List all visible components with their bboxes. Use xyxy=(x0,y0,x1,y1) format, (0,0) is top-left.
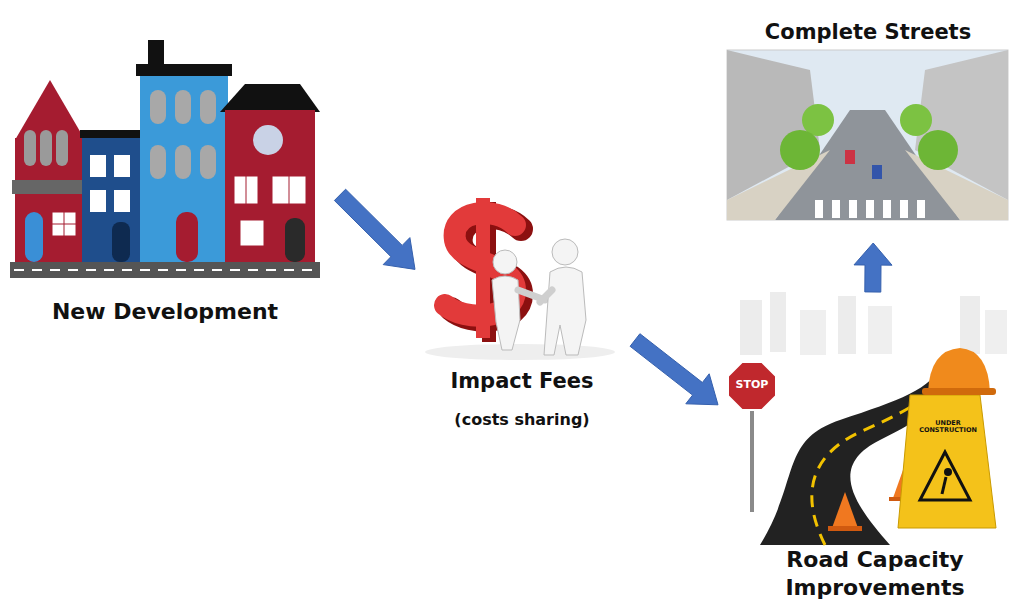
road-works-shape xyxy=(920,452,970,500)
impact-fee-shape xyxy=(476,198,490,338)
road-works-shape xyxy=(942,477,946,494)
buildings-shape xyxy=(15,80,85,140)
road-improvements-node: Road Capacity Improvements xyxy=(718,292,1010,608)
buildings-shape xyxy=(114,190,130,212)
impact-fee-shape xyxy=(544,267,586,355)
buildings-shape xyxy=(140,72,228,262)
road-works-shape xyxy=(960,296,980,354)
complete-streets-shape xyxy=(900,104,932,136)
complete-streets-shape xyxy=(872,165,882,179)
buildings-shape xyxy=(52,224,76,225)
complete-streets-shape xyxy=(917,200,925,218)
node-label: New Development xyxy=(15,298,315,326)
flow-arrow xyxy=(630,334,718,405)
road-works-shape xyxy=(922,388,996,395)
development-node: New Development xyxy=(10,40,340,335)
buildings-shape xyxy=(90,155,106,177)
complete-streets-shape xyxy=(905,150,1008,220)
node-label: Impact Fees xyxy=(422,368,622,394)
complete-streets-shape xyxy=(918,130,958,170)
complete-streets-node: Complete Streets xyxy=(725,18,1010,243)
road-works-shape xyxy=(985,310,1007,354)
buildings-shape xyxy=(234,176,258,204)
buildings-shape xyxy=(148,40,164,68)
buildings-shape xyxy=(240,220,264,246)
buildings-shape xyxy=(112,222,130,262)
impact-fees-node: Impact Fees (costs sharing) xyxy=(415,195,635,435)
road-works-shape xyxy=(770,292,786,352)
impact-fee-illustration xyxy=(425,198,615,360)
buildings-shape xyxy=(246,176,247,204)
stop-sign-text: STOP xyxy=(729,379,775,391)
road-works-shape xyxy=(944,468,952,476)
complete-streets-shape xyxy=(775,110,960,220)
road-works-shape xyxy=(868,306,892,354)
buildings-shape xyxy=(90,190,106,212)
complete-streets-shape xyxy=(780,130,820,170)
flow-arrow xyxy=(854,243,892,292)
impact-fee-shape xyxy=(425,344,615,360)
road-works-shape xyxy=(828,526,862,531)
buildings-shape xyxy=(175,145,191,179)
buildings-shape xyxy=(52,212,76,236)
impact-fee-shape xyxy=(540,290,552,302)
buildings-shape xyxy=(220,84,320,112)
flow-arrow xyxy=(334,189,415,269)
buildings-shape xyxy=(24,130,36,166)
impact-fee-shape xyxy=(552,239,578,265)
buildings-illustration xyxy=(10,40,320,278)
impact-fee-shape xyxy=(492,276,520,350)
buildings-shape xyxy=(150,145,166,179)
complete-streets-shape xyxy=(849,200,857,218)
complete-streets-illustration xyxy=(727,50,1008,220)
buildings-shape xyxy=(285,218,305,262)
buildings-shape xyxy=(114,155,130,177)
road-works-illustration xyxy=(728,292,1007,545)
complete-streets-shape xyxy=(900,200,908,218)
complete-streets-shape xyxy=(832,200,840,218)
node-label: Road Capacity Improvements xyxy=(760,546,990,601)
road-works-shape xyxy=(898,395,996,528)
complete-streets-shape xyxy=(845,150,855,164)
buildings-shape xyxy=(200,145,216,179)
impact-fee-shape xyxy=(493,250,517,274)
buildings-shape xyxy=(150,90,166,124)
buildings-shape xyxy=(176,212,198,262)
buildings-shape xyxy=(272,176,306,204)
road-works-shape xyxy=(740,300,762,355)
buildings-shape xyxy=(12,180,88,194)
road-works-shape xyxy=(832,492,858,528)
complete-streets-shape xyxy=(883,200,891,218)
road-works-shape xyxy=(838,296,856,354)
buildings-shape xyxy=(56,130,68,166)
complete-streets-shape xyxy=(815,200,823,218)
road-works-shape xyxy=(800,310,826,355)
node-label: Complete Streets xyxy=(733,19,1003,45)
buildings-shape xyxy=(10,262,320,278)
buildings-shape xyxy=(253,125,283,155)
buildings-shape xyxy=(40,130,52,166)
buildings-shape xyxy=(25,212,43,262)
buildings-shape xyxy=(289,176,290,204)
buildings-shape xyxy=(200,90,216,124)
complete-streets-shape xyxy=(727,50,1008,220)
buildings-shape xyxy=(80,130,144,138)
road-works-shape xyxy=(928,348,990,392)
buildings-shape xyxy=(14,269,316,271)
road-works-shape xyxy=(728,362,776,410)
buildings-shape xyxy=(175,90,191,124)
buildings-shape xyxy=(82,135,142,262)
road-works-shape xyxy=(750,395,754,512)
complete-streets-shape xyxy=(866,200,874,218)
buildings-shape xyxy=(225,110,315,262)
construction-sign-text: UNDER CONSTRUCTION xyxy=(917,420,979,434)
node-sublabel: (costs sharing) xyxy=(422,410,622,430)
